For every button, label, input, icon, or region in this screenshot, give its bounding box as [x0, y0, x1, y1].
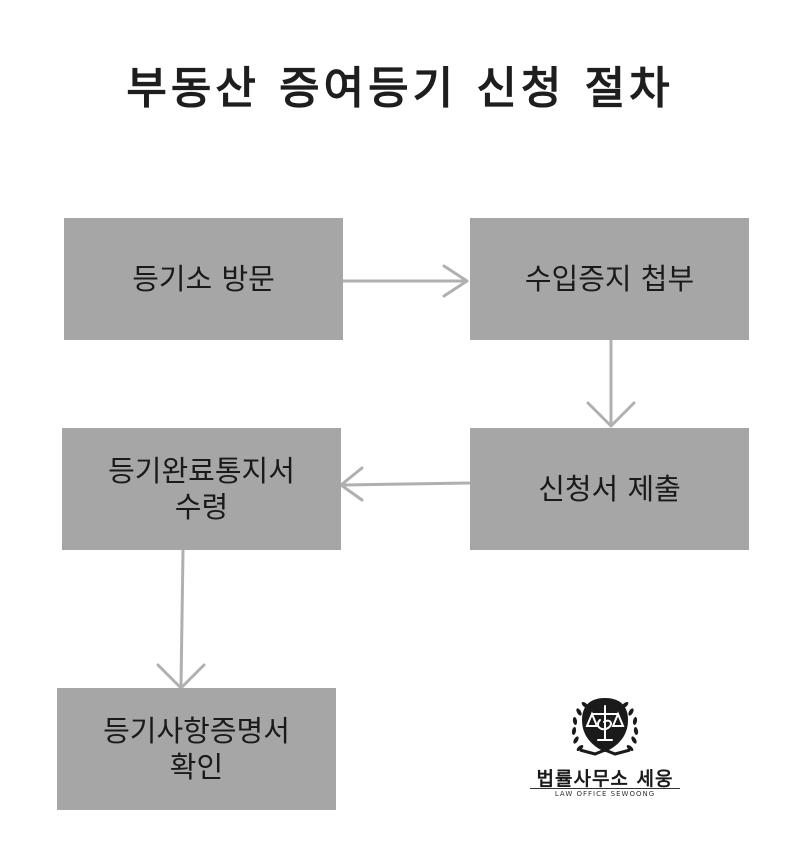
- step-label-1: 등기소 방문: [132, 261, 275, 296]
- step-box-5: 등기사항증명서 확인: [57, 688, 336, 810]
- step-box-3: 신청서 제출: [470, 428, 749, 550]
- step-box-2: 수입증지 첩부: [470, 218, 749, 340]
- arrow-step4-to-step5: [156, 549, 206, 690]
- step-box-4: 등기완료통지서 수령: [62, 428, 341, 550]
- law-office-logo: 법률사무소 세웅 LAW OFFICE SEWOONG: [530, 690, 680, 800]
- law-office-name: 법률사무소 세웅: [536, 768, 674, 790]
- step-label-2: 수입증지 첩부: [524, 261, 695, 296]
- arrow-step2-to-step3: [586, 339, 636, 428]
- step-label-3: 신청서 제출: [538, 471, 681, 506]
- step-label-5: 등기사항증명서 확인: [103, 713, 290, 784]
- law-office-subtitle: LAW OFFICE SEWOONG: [530, 788, 680, 798]
- scales-of-justice-laurel-icon: [571, 698, 639, 756]
- page-title: 부동산 증여등기 신청 절차: [126, 63, 674, 114]
- step-box-1: 등기소 방문: [64, 218, 343, 340]
- arrow-step1-to-step2: [341, 264, 469, 298]
- arrow-step3-to-step4: [339, 466, 472, 502]
- step-label-4: 등기완료통지서 수령: [108, 453, 295, 524]
